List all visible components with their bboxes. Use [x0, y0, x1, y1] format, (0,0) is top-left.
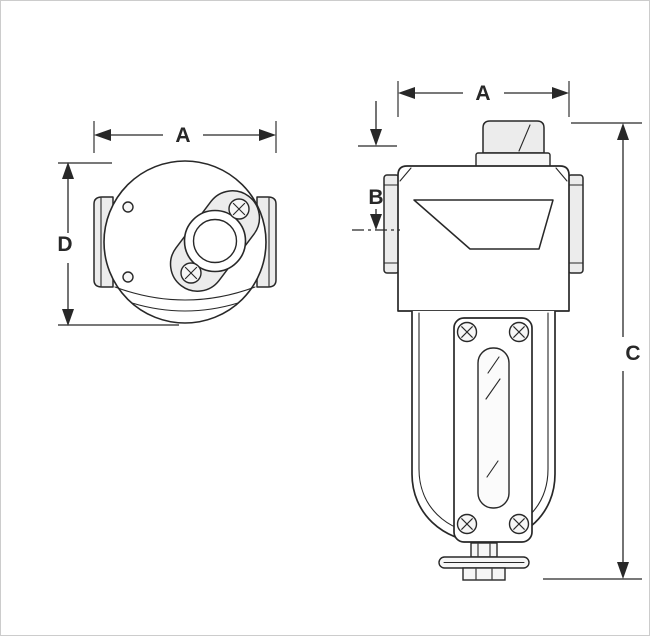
dim-label-a-front-view: A: [475, 82, 490, 105]
dim-label-d: D: [57, 233, 72, 256]
frame-screw: [508, 321, 530, 343]
body-bottom-edge-inner: [131, 302, 239, 312]
head-body: [397, 165, 570, 312]
arrowhead: [259, 129, 276, 141]
flange-screw: [180, 262, 202, 284]
arrowhead: [552, 87, 569, 99]
dim-front-view-height: C: [543, 122, 642, 580]
body-bottom-edge: [114, 286, 256, 301]
body-screw: [122, 201, 134, 213]
arrowhead: [398, 87, 415, 99]
window-shine-line: [487, 356, 500, 374]
arrowhead: [62, 162, 74, 179]
window-shine-line: [486, 460, 499, 478]
port-inner: [192, 218, 238, 264]
head-face-panel: [413, 199, 554, 250]
head-corner-bevel: [399, 167, 412, 182]
top-view: [93, 160, 277, 324]
drain-nut: [462, 567, 506, 581]
head-corner-bevel: [555, 167, 568, 182]
dim-label-b: B: [368, 186, 383, 209]
arrowhead: [617, 123, 629, 140]
sight-glass-window: [477, 347, 510, 509]
flange-screw: [228, 198, 250, 220]
drain-assembly: [438, 542, 530, 581]
body-screw: [122, 271, 134, 283]
arrowhead: [617, 562, 629, 579]
arrowhead: [62, 309, 74, 326]
cap-collar: [475, 152, 551, 168]
arrowhead: [370, 129, 382, 146]
right-bracket: [567, 174, 584, 274]
cap-knob: [482, 120, 545, 154]
dim-top-view-width: A: [93, 121, 277, 153]
dim-top-view-depth: D: [57, 162, 179, 326]
frame-screw: [456, 513, 478, 535]
arrowhead: [370, 214, 382, 230]
window-shine-line: [485, 378, 501, 400]
frame-screw: [456, 321, 478, 343]
dim-label-c: C: [625, 342, 640, 365]
arrowhead: [94, 129, 111, 141]
dim-front-view-width: A: [397, 81, 570, 117]
left-bracket: [383, 174, 400, 274]
drain-neck: [470, 542, 498, 558]
dim-port-centerline-offset: B: [352, 101, 400, 231]
cap-shine-line: [518, 124, 531, 152]
front-view: [383, 120, 584, 581]
frame-screw: [508, 513, 530, 535]
dim-label-a-top-view: A: [175, 124, 190, 147]
